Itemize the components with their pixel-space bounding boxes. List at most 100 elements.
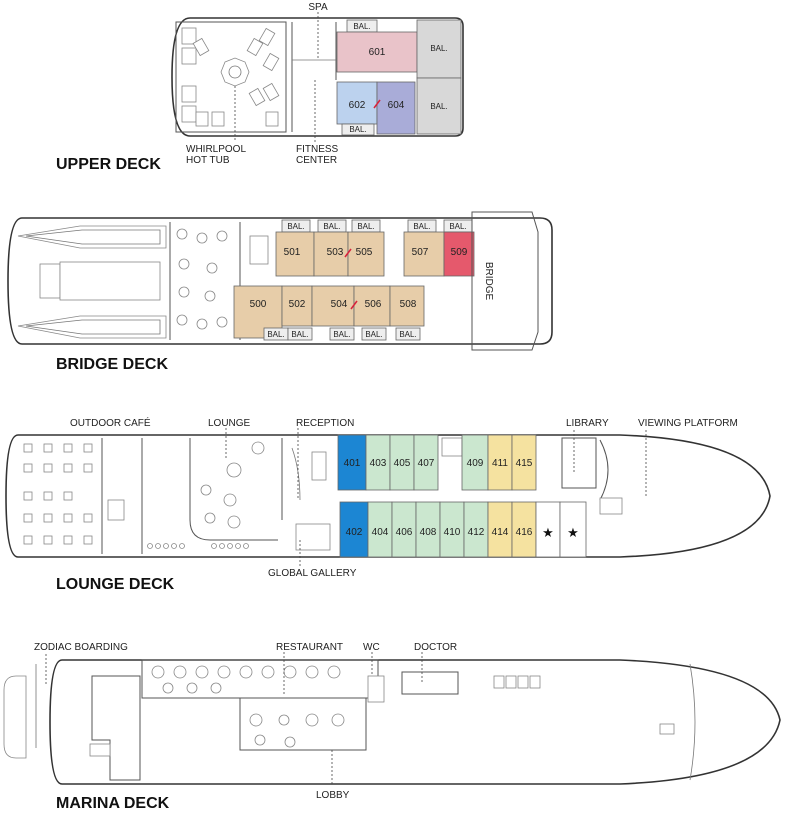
- zodiac-tender: [3, 675, 27, 759]
- upper-deck-title: UPPER DECK: [56, 156, 161, 173]
- cabin-403[interactable]: [365, 434, 391, 491]
- cabin-410-label: 410: [444, 527, 461, 538]
- cabin-star-2[interactable]: [559, 501, 587, 558]
- cabin-402[interactable]: [339, 501, 369, 558]
- lobby-area: [239, 697, 367, 751]
- cabin-412[interactable]: [463, 501, 489, 558]
- bal-label: BAL.: [413, 222, 430, 231]
- cabin-508[interactable]: [389, 285, 425, 327]
- marina-stairs-fwd: [659, 723, 675, 735]
- cabin-405-label: 405: [394, 458, 411, 469]
- marina-deck: ZODIAC BOARDING RESTAURANT WC DOCTOR LOB…: [3, 642, 781, 812]
- bal-label: BAL.: [291, 330, 308, 339]
- bal-label: BAL.: [357, 222, 374, 231]
- cabin-416-label: 416: [516, 527, 533, 538]
- whirlpool-hot-tub: [220, 57, 250, 87]
- restaurant-tables: [151, 665, 345, 748]
- cabin-412-label: 412: [468, 527, 485, 538]
- bridge-deck-title: BRIDGE DECK: [56, 356, 168, 373]
- bal-label: BAL.: [287, 222, 304, 231]
- global-gallery: [295, 523, 331, 551]
- cabin-507[interactable]: [403, 231, 445, 277]
- cabin-501-label: 501: [284, 247, 301, 258]
- cabin-408[interactable]: [415, 501, 441, 558]
- lounge-deck-title: LOUNGE DECK: [56, 576, 175, 593]
- upper-deck: BAL. 601 BAL. BAL. 602 604 BAL. SPA WHIR…: [56, 2, 464, 173]
- center-label: CENTER: [296, 155, 337, 166]
- hot-tub-label: HOT TUB: [186, 155, 230, 166]
- wc-label: WC: [363, 642, 380, 653]
- cabin-505-label: 505: [356, 247, 373, 258]
- bal-label: BAL.: [349, 125, 366, 134]
- cabin-405[interactable]: [389, 434, 415, 491]
- upper-balcony-1: [416, 19, 462, 79]
- lounge-deck: 401 403 405 407 409 411 415 402 404 406 …: [5, 416, 771, 593]
- cabin-415[interactable]: [511, 434, 537, 491]
- cabin-504[interactable]: [311, 285, 355, 327]
- cabin-404[interactable]: [367, 501, 393, 558]
- cabin-601-label: 601: [369, 47, 386, 58]
- bal-label: BAL.: [323, 222, 340, 231]
- wc: [367, 675, 385, 703]
- cabin-502[interactable]: [281, 285, 313, 327]
- bridge-stairs: [249, 235, 269, 265]
- sun-loungers: [181, 27, 280, 127]
- lounge-deck-stairs-aft: [107, 499, 125, 521]
- zodiac-boarding-label: ZODIAC BOARDING: [34, 642, 128, 653]
- cabin-416[interactable]: [511, 501, 537, 558]
- global-gallery-label: GLOBAL GALLERY: [268, 568, 357, 579]
- lounge-seating: [147, 441, 265, 549]
- doctor-room: [401, 671, 459, 695]
- star-icon: ★: [567, 525, 579, 540]
- cabin-601[interactable]: [336, 31, 418, 73]
- cabin-407[interactable]: [413, 434, 439, 491]
- fitness-label: FITNESS: [296, 144, 339, 155]
- cabin-star-1[interactable]: [535, 501, 561, 558]
- lounge-deck-stairs-mid: [441, 437, 463, 457]
- bal-label: BAL.: [365, 330, 382, 339]
- reception-label: RECEPTION: [296, 418, 354, 429]
- lounge-deck-stairs-fwd: [599, 497, 623, 515]
- upper-balcony-2: [416, 77, 462, 135]
- library: [561, 437, 597, 489]
- outdoor-cafe-label: OUTDOOR CAFÉ: [70, 416, 151, 429]
- cabin-407-label: 407: [418, 458, 435, 469]
- reception-stairs: [311, 451, 327, 481]
- marina-stairs-aft: [89, 743, 111, 757]
- bal-label: BAL.: [449, 222, 466, 231]
- cabin-403-label: 403: [370, 458, 387, 469]
- star-icon: ★: [542, 525, 554, 540]
- library-label: LIBRARY: [566, 418, 609, 429]
- lounge-label: LOUNGE: [208, 418, 251, 429]
- whirlpool-label: WHIRLPOOL: [186, 144, 246, 155]
- bal-label: BAL.: [267, 330, 284, 339]
- bal-label: BAL.: [399, 330, 416, 339]
- cabin-504-label: 504: [331, 299, 348, 310]
- cabin-406[interactable]: [391, 501, 417, 558]
- cabin-503[interactable]: [313, 231, 349, 277]
- viewing-platform-label: VIEWING PLATFORM: [638, 418, 738, 429]
- bal-label: BAL.: [430, 102, 447, 111]
- lobby-label: LOBBY: [316, 790, 350, 801]
- bridge-room: [471, 211, 539, 351]
- cabin-414-label: 414: [492, 527, 509, 538]
- sun-area: [175, 21, 287, 133]
- cabin-506-label: 506: [365, 299, 382, 310]
- cabin-500-label: 500: [250, 299, 267, 310]
- cabin-408-label: 408: [420, 527, 437, 538]
- cabin-411[interactable]: [487, 434, 513, 491]
- spa-label: SPA: [308, 2, 328, 13]
- cabin-602[interactable]: [336, 81, 378, 125]
- cabin-415-label: 415: [516, 458, 533, 469]
- cabin-501[interactable]: [275, 231, 315, 277]
- cabin-503-label: 503: [327, 247, 344, 258]
- cabin-401[interactable]: [337, 434, 367, 491]
- cabin-509[interactable]: [443, 231, 475, 277]
- doctor-label: DOCTOR: [414, 642, 457, 653]
- cabin-411-label: 411: [492, 458, 508, 469]
- cabin-502-label: 502: [289, 299, 306, 310]
- bal-label: BAL.: [430, 44, 447, 53]
- cabin-604[interactable]: [376, 81, 416, 135]
- cabin-410[interactable]: [439, 501, 465, 558]
- cabin-508-label: 508: [400, 299, 417, 310]
